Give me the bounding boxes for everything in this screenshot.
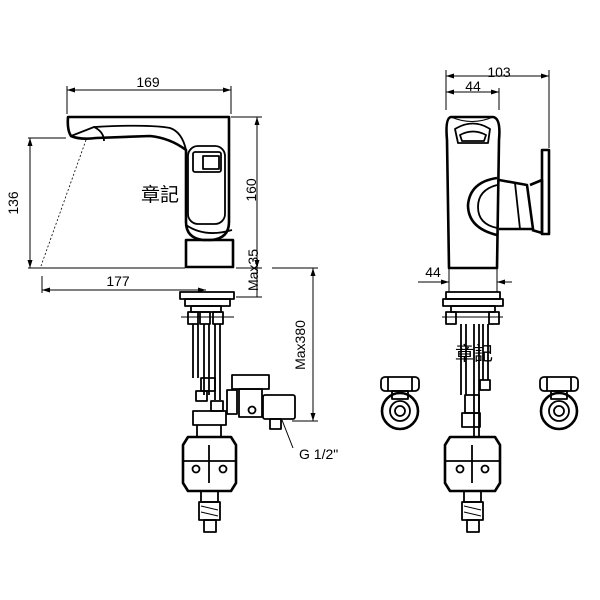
side-body: [445, 115, 551, 270]
faucet-body: [66, 115, 235, 269]
dim-body-height: 160: [231, 116, 262, 269]
dim-max380-label: Max380: [292, 320, 308, 370]
side-valve-left: [380, 376, 420, 431]
front-hoses: [192, 324, 227, 437]
dim-side-width: 103: [445, 64, 550, 148]
side-view: 103 44: [380, 64, 579, 533]
dim-103-label: 103: [487, 64, 511, 80]
side-valve-right: [539, 376, 579, 431]
front-control-box: [181, 435, 238, 533]
front-inlet-valve: G 1/2": [226, 374, 338, 462]
dim-44-bottom-label: 44: [425, 264, 441, 280]
dim-160-label: 160: [243, 178, 259, 202]
watermark-front: 章記: [141, 184, 179, 206]
dim-44-top-label: 44: [465, 78, 481, 94]
dim-spout-reach: 177: [41, 273, 206, 293]
front-mounting-hardware: [179, 291, 235, 325]
watermark-side: 章記: [455, 343, 493, 365]
side-hoses: [460, 324, 491, 437]
dim-hose-length: Max380: [272, 267, 318, 422]
side-control-box: [443, 435, 502, 533]
dim-spout-height: 136: [5, 137, 185, 269]
dim-169-label: 169: [136, 74, 160, 90]
g-half-inch-label: G 1/2": [299, 446, 338, 462]
dim-max35-label: Max35: [245, 249, 261, 291]
dim-177-label: 177: [106, 273, 130, 289]
side-mounting-hardware: [442, 291, 504, 325]
dim-spout-length: 169: [66, 74, 232, 114]
dim-side-top-offset: 44: [446, 78, 500, 110]
dim-side-body-diameter: 44: [418, 264, 512, 292]
dim-deck-thickness: Max35: [236, 249, 262, 298]
dim-136-label: 136: [5, 191, 21, 215]
front-view: 169 136: [5, 74, 338, 533]
